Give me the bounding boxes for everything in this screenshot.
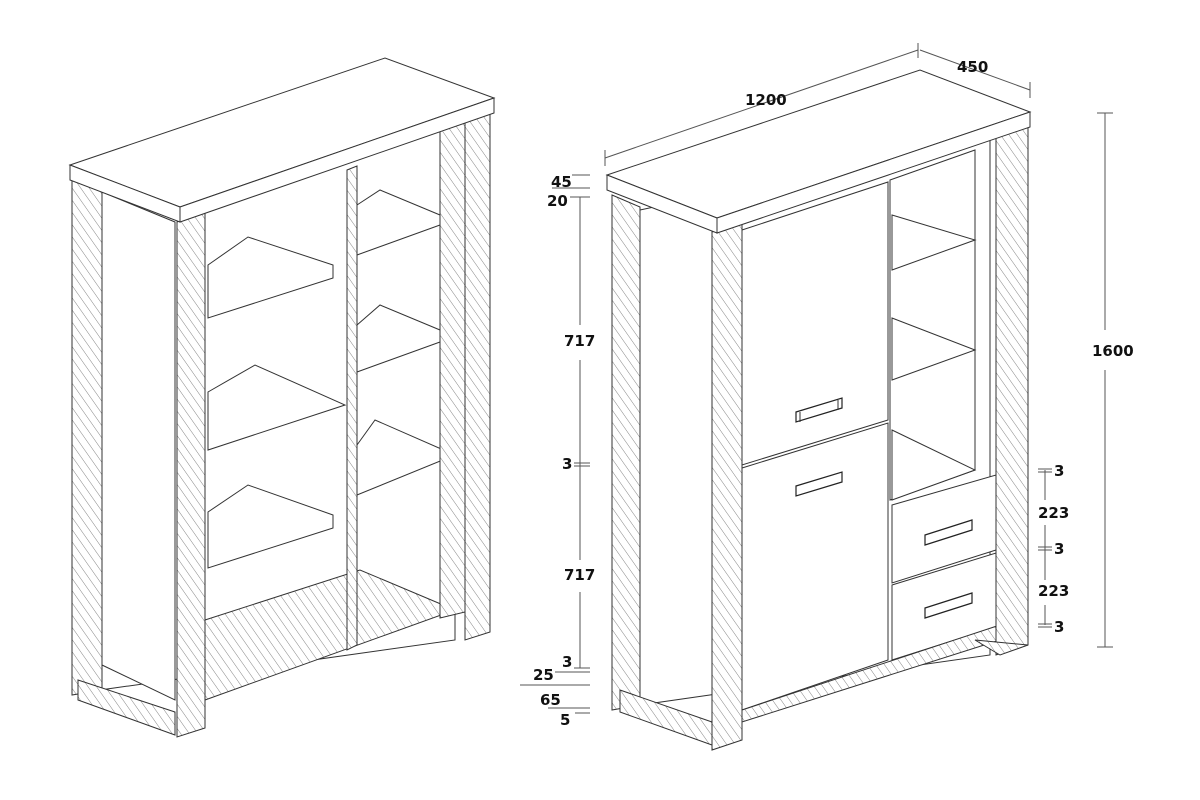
dim-label: 717: [564, 332, 595, 350]
dimension-lines: [520, 43, 1113, 714]
upper-door-handle[interactable]: [795, 397, 843, 423]
lower-drawer-handle[interactable]: [924, 592, 973, 619]
dim-label: 65: [540, 691, 561, 709]
dim-label: 3: [562, 455, 572, 473]
dim-label: 223: [1038, 582, 1069, 600]
upper-drawer-handle[interactable]: [924, 519, 973, 546]
dim-label: 3: [1054, 540, 1064, 558]
dim-label: 3: [1054, 462, 1064, 480]
dim-label: 3: [1054, 618, 1064, 636]
open-cabinet-view: [68, 57, 496, 738]
dim-label: 3: [562, 653, 572, 671]
front-post: [176, 211, 206, 738]
depth-label: 450: [957, 58, 988, 76]
upper-door[interactable]: [741, 181, 889, 466]
width-label: 1200: [745, 91, 787, 109]
dim-label: 20: [547, 192, 568, 210]
left-side-panel: [71, 179, 103, 696]
dim-label: 25: [533, 666, 554, 684]
dim-label: 45: [551, 173, 572, 191]
dimensioned-cabinet-view: [605, 69, 1032, 751]
dimension-labels: 1200 450 1600 45 20 717 3 717 3 25 65 5 …: [533, 58, 1134, 729]
lower-door[interactable]: [741, 422, 889, 711]
lower-door-handle[interactable]: [795, 471, 843, 497]
dim-label: 223: [1038, 504, 1069, 522]
dim-label: 5: [560, 711, 570, 729]
dim-label: 717: [564, 566, 595, 584]
height-label: 1600: [1092, 342, 1134, 360]
